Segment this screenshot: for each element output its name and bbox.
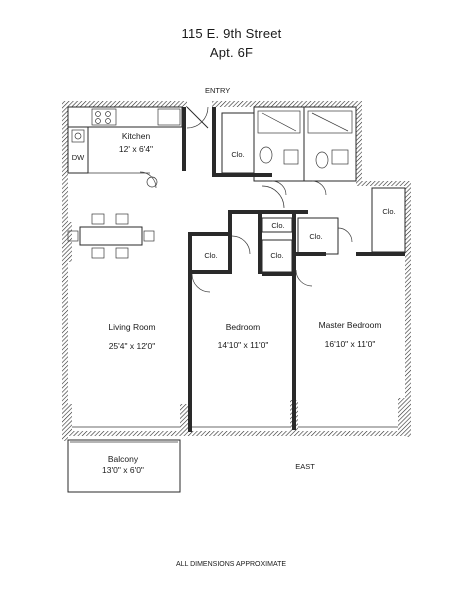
- master-bedroom-size: 16'10" x 11'0": [324, 339, 376, 349]
- kitchen-size: 12' x 6'4": [118, 144, 154, 154]
- pier-left-window: [68, 222, 72, 262]
- east-label: EAST: [295, 462, 315, 471]
- dishwasher-label: DW: [71, 153, 85, 162]
- bath-block: [212, 106, 357, 196]
- balcony-name: Balcony: [107, 454, 139, 464]
- master-bedroom-name: Master Bedroom: [318, 320, 382, 330]
- wall-top-left: [62, 101, 187, 107]
- wall-bottom: [62, 431, 411, 436]
- closet-label-entry: Clo.: [231, 150, 245, 159]
- hall-closets: [188, 185, 406, 432]
- wall-step: [356, 181, 410, 186]
- entry-door: [186, 106, 209, 129]
- wall-top-right: [212, 101, 362, 107]
- wall-right-upper: [356, 101, 362, 185]
- dining-table: [67, 213, 155, 259]
- kitchen-area: [67, 106, 186, 189]
- closet-label-hall-lower: Clo.: [270, 251, 284, 260]
- kitchen-name: Kitchen: [121, 131, 151, 141]
- outer-walls: [62, 101, 411, 441]
- pier-4: [398, 398, 410, 434]
- wall-right-lower: [405, 181, 411, 437]
- bedroom-name: Bedroom: [225, 322, 261, 332]
- wall-left: [62, 101, 68, 441]
- closet-label-master: Clo.: [382, 207, 396, 216]
- living-room-size: 25'4" x 12'0": [108, 341, 156, 351]
- balcony-size: 13'0" x 6'0": [102, 465, 144, 475]
- address-title: 115 E. 9th Street: [181, 26, 282, 41]
- living-room-name: Living Room: [108, 322, 156, 332]
- entry-label: ENTRY: [205, 86, 231, 95]
- closet-label-hall-top: Clo.: [271, 221, 285, 230]
- closet-label-bedroom: Clo.: [204, 251, 218, 260]
- pier-3: [62, 404, 72, 436]
- closet-label-hall-right: Clo.: [309, 232, 323, 241]
- pier-1: [180, 404, 188, 434]
- unit-title: Apt. 6F: [209, 45, 254, 60]
- bedroom-size: 14'10" x 11'0": [217, 340, 269, 350]
- dimensions-note: ALL DIMENSIONS APPROXIMATE: [175, 561, 287, 568]
- balcony-outline: [67, 439, 181, 493]
